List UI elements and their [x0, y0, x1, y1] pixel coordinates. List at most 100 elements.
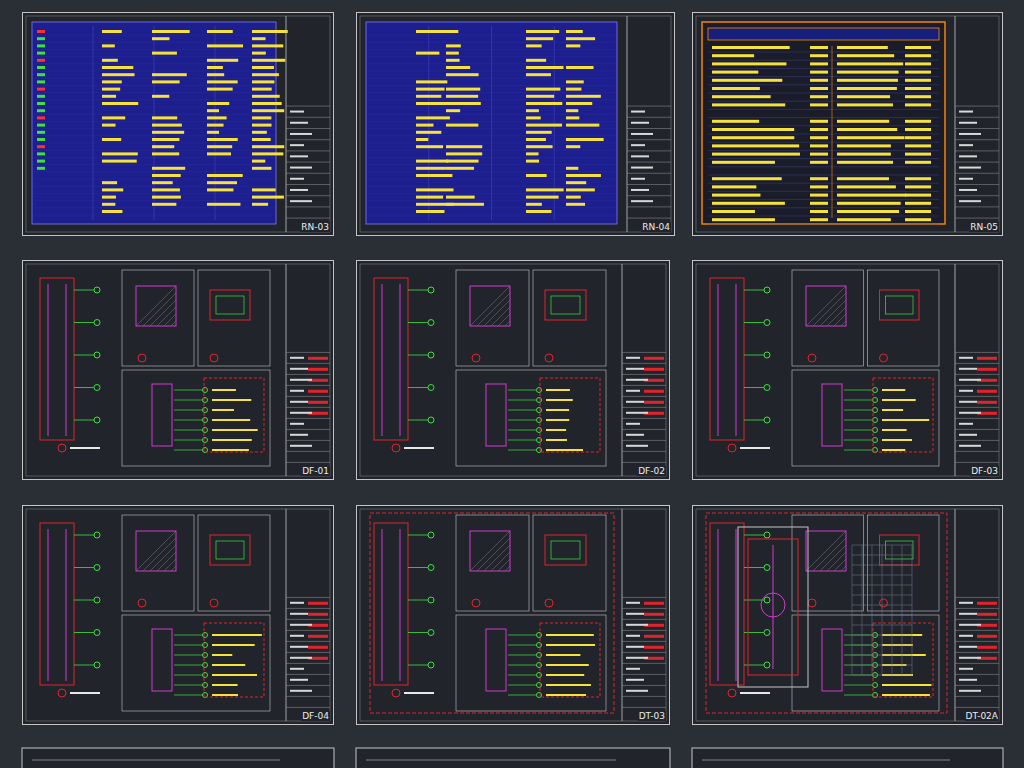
title-block-row [955, 128, 999, 129]
callout-circle [764, 385, 770, 391]
title-block-row [286, 352, 330, 353]
row-rule [368, 121, 615, 122]
title-marker [210, 354, 218, 362]
title-marker [58, 689, 66, 697]
legend-text [152, 167, 185, 170]
table-rule [708, 52, 939, 53]
table-text [905, 136, 931, 139]
title-block-row [955, 352, 999, 353]
sheet-number: DF-02 [637, 466, 666, 476]
title-block-row [955, 184, 999, 185]
title-text-bar [290, 133, 312, 135]
glass-panel [748, 539, 798, 675]
door-jamb [48, 284, 49, 436]
highlight-cloud [540, 378, 600, 452]
note-text [546, 409, 569, 411]
legend-text [207, 73, 224, 76]
sheet-ground [692, 505, 1003, 725]
title-text-bar [959, 189, 977, 191]
title-text-bar [290, 423, 304, 425]
callout-circle [428, 630, 434, 636]
legend-text [152, 30, 190, 33]
title-marker [392, 689, 400, 697]
leader-line [174, 695, 202, 696]
legend-text [152, 131, 184, 134]
symbol-sample [37, 131, 45, 134]
table-text [905, 95, 931, 98]
leader-line [844, 390, 872, 391]
note-text [212, 674, 257, 676]
detail-box [792, 270, 864, 366]
legend-text [566, 174, 601, 177]
row-rule [368, 85, 615, 86]
grid-line [902, 545, 903, 675]
sheet-number: DF-03 [970, 466, 999, 476]
table-text [810, 128, 828, 131]
legend-text [252, 52, 266, 55]
callout-circle [94, 417, 100, 423]
legend-text [207, 80, 238, 83]
door-jamb [718, 284, 719, 436]
title-marker [880, 599, 888, 607]
title-text-bar [290, 602, 304, 604]
title-text-bar [626, 679, 644, 681]
symbol-sample [37, 66, 45, 69]
title-text-bar [959, 613, 977, 615]
leader-line [744, 632, 764, 633]
table-text [712, 210, 755, 213]
highlight-cloud [204, 378, 264, 452]
section-inner [216, 541, 244, 559]
row-rule [34, 56, 274, 57]
hatch-line [171, 321, 176, 326]
title-red-bar [977, 390, 997, 393]
title-text-bar [959, 646, 977, 648]
legend-text [416, 145, 443, 148]
table-text [837, 95, 890, 98]
hatch-line [157, 307, 176, 326]
section-outline [806, 286, 846, 326]
title-text-bar [290, 155, 308, 157]
drawing-sheet: DT-03 [356, 505, 670, 725]
title-text-bar [959, 445, 981, 447]
callout-circle [537, 653, 542, 658]
callout-circle [764, 320, 770, 326]
callout-circle [203, 663, 208, 668]
table-text [905, 62, 931, 65]
leader-line [844, 410, 872, 411]
title-red-bar [308, 357, 328, 360]
title-block-row [955, 418, 999, 419]
section-inner [551, 541, 580, 559]
section-outline [136, 531, 176, 571]
title-block-row [627, 128, 671, 129]
callout-circle [537, 693, 542, 698]
legend-text [526, 109, 539, 112]
legend-text [416, 52, 439, 55]
title-red-bar [977, 602, 997, 605]
title-marker [210, 599, 218, 607]
note-text [546, 389, 570, 391]
title-text-bar [959, 624, 981, 626]
leader-line [174, 400, 202, 401]
title-text-bar [626, 390, 640, 392]
note-text [882, 694, 930, 696]
legend-text [102, 88, 120, 91]
legend-text [252, 116, 271, 119]
door-frame [710, 523, 744, 685]
callout-circle [537, 633, 542, 638]
title-block-row [622, 685, 666, 686]
title-text-bar [959, 122, 977, 124]
hatch-line [477, 293, 510, 326]
legend-text [152, 73, 187, 76]
title-block-row [627, 206, 671, 207]
table-text [810, 194, 828, 197]
hatch-line [505, 566, 510, 571]
symbol-sample [37, 88, 45, 91]
legend-text [102, 73, 135, 76]
symbol-sample [37, 124, 45, 127]
legend-text [526, 138, 546, 141]
title-text-bar [959, 133, 981, 135]
table-text [712, 128, 794, 131]
note-text [212, 409, 234, 411]
legend-text [566, 203, 585, 206]
